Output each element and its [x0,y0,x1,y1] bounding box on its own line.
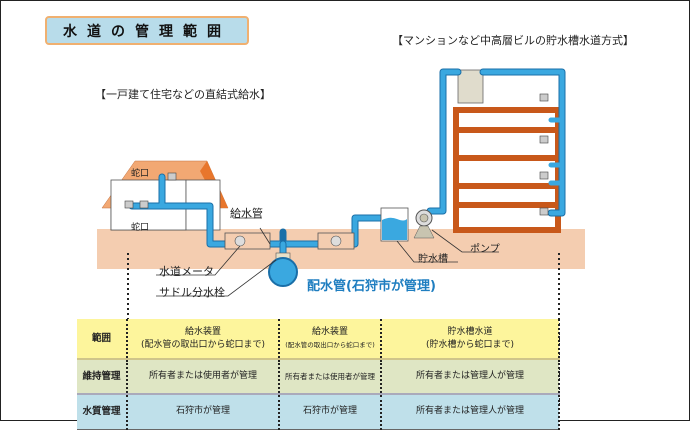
saddle-valve-label: サドル分水栓 [159,286,225,299]
table-cell: 所有者または使用者が管理 [279,359,382,394]
faucet-icon [139,200,149,209]
table-cell: 石狩市が管理 [279,394,382,429]
row-header: 水質管理 [77,394,128,429]
page-title: 水道の管理範囲 [45,16,249,45]
table-cell: 所有者または管理人が管理 [381,359,560,394]
pump-label: ポンプ [470,244,500,255]
pipes [128,68,566,260]
elevated-tank [457,69,484,104]
row-header: 範囲 [77,319,128,359]
distribution-main-pipe [268,257,298,287]
water-meter-label: 水道メータ [159,265,214,278]
water-meter-icon [330,235,342,247]
faucet-label-upper: 蛇口 [131,169,150,179]
faucet-icon [124,200,134,209]
table-row-quality: 水質管理 石狩市が管理 石狩市が管理 所有者または管理人が管理 [77,394,560,429]
water-meter-icon [234,235,246,247]
faucet-icon [539,135,549,144]
house-section-heading: 【一戸建て住宅などの直結式給水】 [95,88,271,101]
table-cell: 給水装置 (配水管の取出口から蛇口まで) [127,319,280,359]
faucet-icon [539,171,549,180]
storage-tank-label: 貯水槽 [418,254,448,265]
meter-box-house [224,232,271,250]
table-row-scope: 範囲 給水装置 (配水管の取出口から蛇口まで) 給水装置 (配水管の取出口から蛇… [77,319,560,359]
faucets [124,93,549,216]
management-table: 範囲 給水装置 (配水管の取出口から蛇口まで) 給水装置 (配水管の取出口から蛇… [77,319,560,430]
water-system-illustration [97,68,585,405]
table-cell: 石狩市が管理 [127,394,280,429]
table-cell: 給水装置 (配水管の取出口から蛇口まで) [279,319,382,359]
table-cell: 所有者または管理人が管理 [381,394,560,429]
distribution-main-label: 配水管(石狩市が管理) [307,279,436,294]
row-header: 維持管理 [77,359,128,394]
leader-lines [156,217,499,297]
faucet-icon [167,172,177,181]
table-row-maintenance: 維持管理 所有者または使用者が管理 所有者または使用者が管理 所有者または管理人… [77,359,560,394]
faucet-icon [539,207,549,216]
faucet-icon [539,93,549,102]
table-cell: 所有者または使用者が管理 [127,359,280,394]
supply-pipe-label: 給水管 [230,207,263,220]
table-cell: 貯水槽水道 (貯水槽から蛇口まで) [381,319,560,359]
building-section-heading: 【マンションなど中高層ビルの貯水槽水道方式】 [392,34,634,47]
pump-base [413,225,435,239]
faucet-label-lower: 蛇口 [131,223,150,233]
